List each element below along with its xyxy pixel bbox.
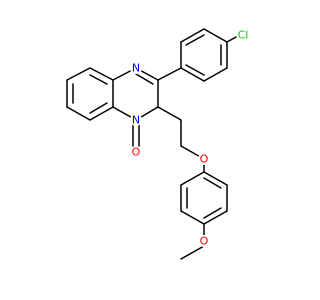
bond — [89, 74, 108, 85]
bond — [203, 171, 228, 186]
label-halo — [198, 235, 210, 247]
bond — [203, 210, 228, 225]
label-halo — [130, 114, 142, 126]
bond — [157, 67, 182, 81]
bond — [185, 34, 205, 46]
bond — [135, 73, 154, 85]
bond — [226, 36, 237, 43]
bond — [180, 210, 205, 225]
bond — [180, 245, 205, 260]
bond — [203, 207, 222, 219]
bond — [89, 67, 114, 81]
molecule-structure-diagram: N N O O O Cl — [0, 0, 300, 300]
bond — [180, 67, 205, 82]
background — [0, 0, 300, 300]
bond — [157, 106, 182, 121]
bond — [185, 64, 205, 76]
label-halo — [130, 62, 142, 74]
bond — [203, 28, 228, 43]
bond — [89, 106, 114, 121]
nitrogen-3-label: N — [132, 114, 140, 127]
atom-labels: N N O O O Cl — [130, 29, 248, 248]
bond — [66, 106, 91, 121]
bond — [203, 67, 228, 82]
chlorine-label: Cl — [238, 29, 249, 42]
bond — [89, 102, 108, 114]
bond — [66, 67, 91, 81]
label-halo — [130, 146, 142, 158]
methoxy-oxygen-label: O — [200, 235, 209, 248]
nitrogen-1-label: N — [132, 62, 140, 75]
bond — [180, 28, 205, 43]
ether-oxygen-label: O — [200, 153, 209, 166]
bond — [203, 177, 222, 189]
label-halo — [198, 153, 210, 165]
carbonyl-oxygen-label: O — [132, 146, 141, 159]
bond — [180, 171, 205, 186]
